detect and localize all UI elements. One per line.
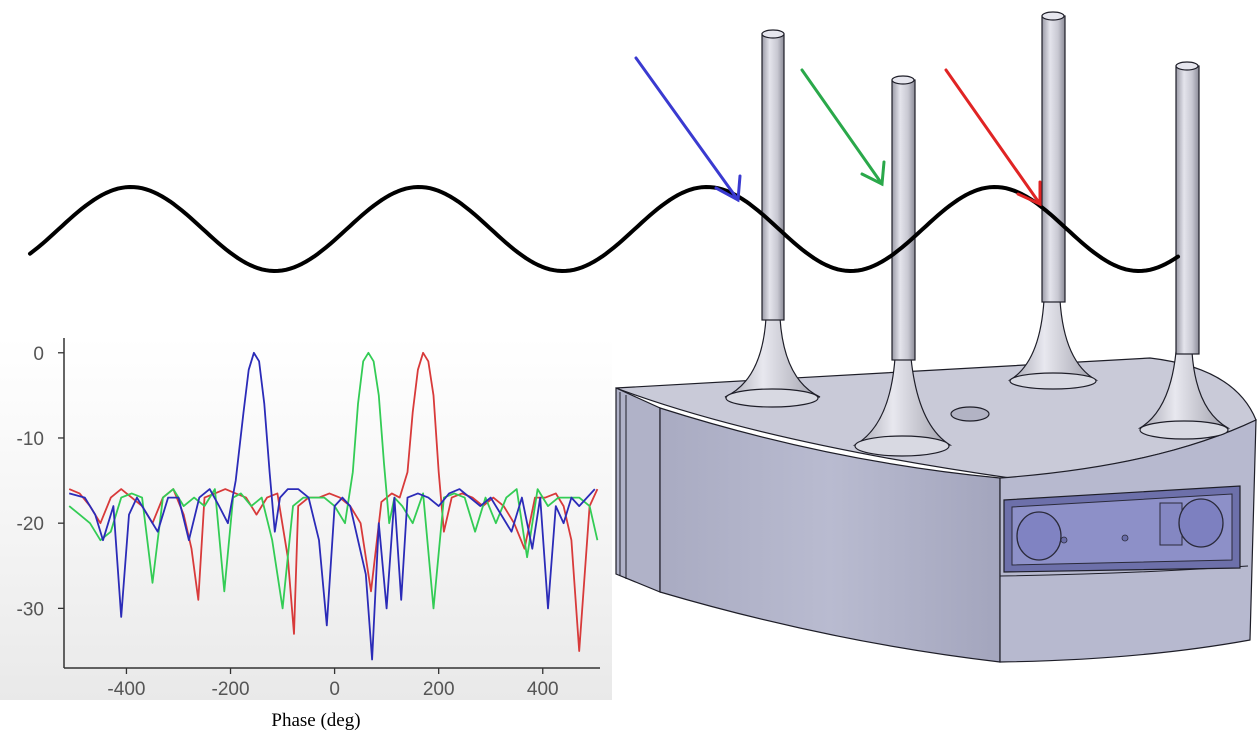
x-tick-label: -400 <box>107 679 145 700</box>
y-tick-label: 0 <box>33 344 44 365</box>
chart-ticks: -400 -200 0 200 400 0 -10 -20 -30 <box>17 344 559 700</box>
top-port <box>950 406 990 422</box>
x-tick-label: 400 <box>527 679 559 700</box>
chart-series <box>68 351 599 661</box>
y-tick-label: -30 <box>17 599 44 620</box>
blue-arrow <box>634 56 742 203</box>
sensor-lens-left <box>1016 511 1062 561</box>
series-line-blue <box>68 351 596 661</box>
green-arrow <box>800 68 886 187</box>
antenna-1 <box>724 29 821 408</box>
x-tick-label: 0 <box>329 679 340 700</box>
antenna-3 <box>1007 11 1099 390</box>
antenna-4 <box>1137 61 1231 440</box>
series-line-green <box>68 351 599 610</box>
x-tick-label: 200 <box>423 679 455 700</box>
chart-background <box>0 336 612 700</box>
x-axis-label: Phase (deg) <box>271 710 360 731</box>
sensor-lens-right <box>1178 498 1224 548</box>
phase-chart: -400 -200 0 200 400 0 -10 -20 -30 Phase (deg) <box>0 336 612 731</box>
housing-left-face <box>615 387 661 593</box>
red-arrow <box>944 68 1042 207</box>
y-tick-label: -10 <box>17 429 44 450</box>
x-tick-label: -200 <box>212 679 250 700</box>
radar-housing <box>615 357 1257 663</box>
incoming-wave <box>28 185 1180 273</box>
y-tick-label: -20 <box>17 514 44 535</box>
antenna-2 <box>852 75 953 457</box>
sensor-window <box>1003 485 1241 573</box>
